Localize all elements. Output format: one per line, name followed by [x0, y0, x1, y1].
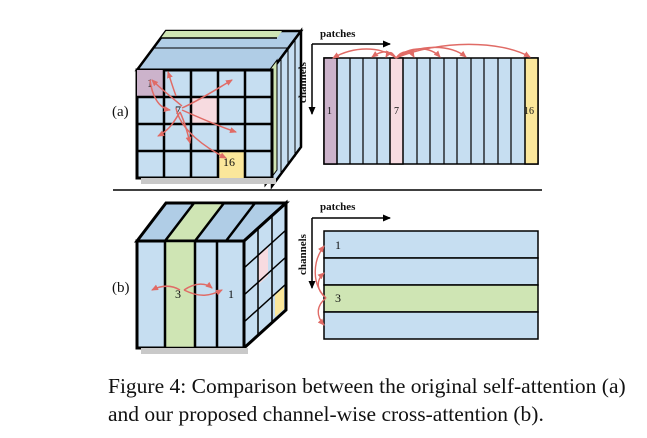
channel-rows-b: patches channels 1 3 — [297, 201, 539, 340]
axis-patches-a: patches — [320, 28, 356, 40]
strip-a-label-7: 7 — [394, 106, 399, 117]
caption-line-1: Figure 4: Comparison between the origina… — [108, 374, 626, 398]
strip-a-label-1: 1 — [327, 106, 332, 117]
channel-row-3 — [323, 284, 539, 313]
caption-line-2: and our proposed channel-wise cross-atte… — [108, 402, 544, 426]
cube-b-label-3: 3 — [175, 287, 181, 301]
figure-4: (a) — [112, 27, 542, 354]
axis-channels-b: channels — [297, 233, 309, 275]
cube-a-label-7: 7 — [175, 103, 181, 117]
channel-row-1 — [323, 230, 539, 259]
channel-row-2 — [323, 257, 539, 286]
panel-a-label: (a) — [112, 104, 129, 120]
patch-strip-a: patches channels 1 7 — [297, 28, 539, 165]
cube-a-attention-arrows — [149, 71, 237, 159]
axis-channels-a: channels — [297, 61, 309, 103]
row-label-3: 3 — [335, 291, 341, 305]
strip-a-token-1 — [323, 57, 338, 165]
rows-b-attention-arrows — [314, 245, 327, 326]
panel-a: (a) — [112, 27, 539, 190]
cube-b-attention-arrows — [151, 281, 223, 296]
figure-caption: Figure 4: Comparison between the origina… — [108, 372, 643, 428]
channel-row-4 — [323, 311, 539, 340]
strip-a-attention-arrows — [332, 43, 531, 59]
cube-b-front-face — [135, 239, 246, 350]
strip-a-label-16: 16 — [524, 106, 534, 117]
row-label-1: 1 — [335, 238, 341, 252]
cube-b-side-face — [242, 199, 288, 352]
strip-a-token-16 — [524, 57, 539, 165]
axis-patches-b: patches — [320, 201, 356, 213]
panel-b: (b) — [112, 199, 539, 354]
panel-b-label: (b) — [112, 280, 130, 296]
cube-a: 1 7 16 — [134, 27, 304, 190]
cube-b-label-1: 1 — [228, 287, 234, 301]
cube-a-front-grid — [135, 68, 274, 180]
cube-b-top-face — [133, 201, 290, 243]
cube-a-label-16: 16 — [223, 155, 235, 169]
cube-b: 3 1 — [133, 199, 290, 354]
